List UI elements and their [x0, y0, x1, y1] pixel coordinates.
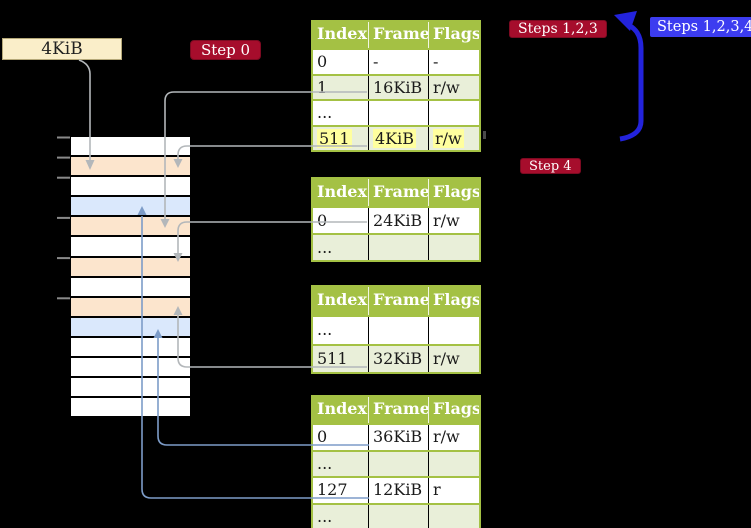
page-size-label: 4KiB: [2, 38, 122, 60]
table-row: ...: [313, 315, 479, 344]
memory-ticks: [57, 136, 70, 300]
table-row: ...: [313, 449, 479, 477]
cell-index: ...: [317, 238, 333, 257]
cell-flags: r/w: [428, 75, 479, 99]
table-row: ...: [313, 99, 479, 125]
header-index: Index: [317, 290, 368, 309]
memory-row-free: [71, 378, 190, 399]
cell-index: 127: [317, 480, 348, 500]
cell-flags: [428, 451, 479, 477]
memory-row-table: [71, 297, 190, 318]
cell-frame: [368, 505, 428, 528]
memory-row-table: [71, 217, 190, 238]
memory-row-page: [71, 317, 190, 338]
cell-frame: [368, 317, 428, 344]
cell-index: ...: [317, 320, 333, 339]
memory-row-free: [71, 177, 190, 198]
cell-index: 511: [317, 128, 352, 148]
recursive-loop-arrow: [614, 11, 644, 142]
table-row: 0 --: [313, 48, 479, 74]
cell-frame: 24KiB: [368, 208, 428, 233]
memory-row-free: [71, 398, 190, 419]
memory-row-free: [71, 237, 190, 258]
cell-frame: -: [368, 50, 428, 74]
memory-row-page: [71, 197, 190, 218]
cell-flags: [428, 235, 479, 260]
cell-flags: [428, 505, 479, 528]
cell-flags: r: [428, 478, 479, 504]
memory-row-table: [71, 257, 190, 278]
cell-frame: 16KiB: [368, 75, 428, 99]
header-flags: Flags: [428, 287, 479, 315]
cell-index: 0: [317, 52, 328, 71]
header-frame: Frame: [368, 397, 428, 423]
header-index: Index: [317, 24, 368, 43]
header-frame: Frame: [368, 22, 428, 48]
cell-flags: r/w: [428, 126, 479, 150]
header-index: Index: [317, 182, 368, 201]
memory-row-free: [71, 277, 190, 298]
step-0-badge: Step 0: [190, 40, 262, 60]
cell-flags: r/w: [428, 425, 479, 450]
cell-frame: 4KiB: [368, 126, 428, 150]
cell-index: 0: [317, 427, 328, 446]
physical-memory-strip: [71, 137, 190, 419]
memory-row-free: [71, 137, 190, 158]
table-row: ...: [313, 233, 479, 260]
loop-stub-mark: [483, 131, 486, 139]
cell-index: ...: [317, 453, 333, 473]
cell-flags: r/w: [428, 345, 479, 372]
header-frame: Frame: [368, 287, 428, 315]
cell-flags: -: [428, 50, 479, 74]
table-row: ...: [313, 503, 479, 528]
header-index: Index: [317, 399, 368, 418]
cell-flags: r/w: [428, 208, 479, 233]
cell-index: ...: [317, 103, 333, 122]
steps-123-badge: Steps 1,2,3: [509, 20, 607, 38]
cell-frame: 12KiB: [368, 478, 428, 504]
cell-frame: 32KiB: [368, 345, 428, 372]
step-4-badge: Step 4: [520, 158, 581, 174]
header-frame: Frame: [368, 179, 428, 206]
cell-index: ...: [317, 507, 333, 527]
header-flags: Flags: [428, 22, 479, 48]
cell-flags: [428, 317, 479, 344]
memory-row-free: [71, 337, 190, 359]
cell-frame: 36KiB: [368, 425, 428, 450]
cell-frame: [368, 101, 428, 125]
cell-index: 511: [317, 348, 348, 368]
cell-index: 0: [317, 211, 328, 230]
header-flags: Flags: [428, 397, 479, 423]
memory-row-table: [71, 157, 190, 178]
cell-frame: [368, 235, 428, 260]
cell-index: 1: [317, 77, 328, 97]
memory-row-free: [71, 358, 190, 379]
header-flags: Flags: [428, 179, 479, 206]
steps-1234-badge: Steps 1,2,3,4: [650, 17, 751, 37]
cell-frame: [368, 451, 428, 477]
arrow-up-left-icon: [614, 11, 637, 31]
cell-flags: [428, 101, 479, 125]
